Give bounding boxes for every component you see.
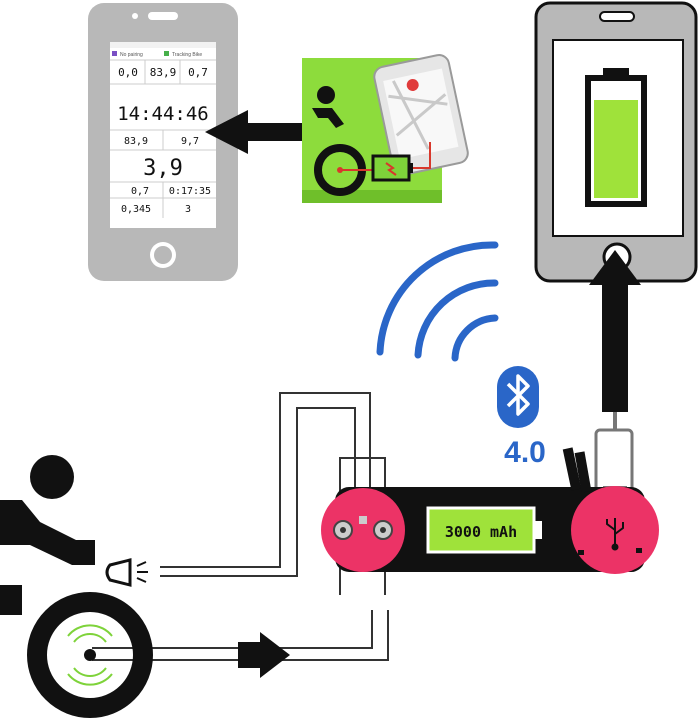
wireless-waves-icon: [376, 241, 499, 362]
stat-cell: 3: [185, 204, 191, 215]
stat-cell: 0,7: [188, 66, 208, 79]
cyclist-icon: [0, 455, 95, 615]
headlight-icon: [105, 558, 148, 587]
battery-pack: 3000 mAh: [321, 447, 659, 574]
usb-icon: [606, 518, 624, 551]
bluetooth-icon: [497, 366, 539, 428]
bike-wheel-icon: [27, 592, 153, 718]
stat-cell: 0:17:35: [169, 186, 211, 197]
stat-cell: 0,0: [118, 66, 138, 79]
speed-display: 3,9: [143, 156, 183, 181]
capacity-label: 3000 mAh: [445, 523, 517, 541]
status-right-text: Tracking Bike: [172, 52, 202, 58]
smartphone-right: [534, 1, 698, 283]
status-left-text: No pairing: [120, 52, 143, 58]
stat-cell: 83,9: [124, 136, 148, 147]
tracking-icon: [164, 51, 169, 56]
usb-cable: [589, 250, 641, 502]
smartphone-left: No pairing Tracking Bike 0,0 83,9 0,7 14…: [88, 3, 238, 281]
time-display: 14:44:46: [117, 103, 209, 125]
battery-icon: [585, 68, 647, 207]
bluetooth-version: 4.0: [504, 436, 546, 469]
status-icon: [112, 51, 117, 56]
stat-cell: 0,7: [131, 186, 149, 197]
stat-cell: 0,345: [121, 204, 151, 215]
stat-cell: 83,9: [150, 66, 177, 79]
map-phone-icon: [373, 54, 469, 176]
stat-cell: 9,7: [181, 136, 199, 147]
pack-battery-icon: [426, 506, 542, 554]
arrow-to-dynamo: [238, 632, 290, 678]
app-icon: [302, 54, 469, 203]
